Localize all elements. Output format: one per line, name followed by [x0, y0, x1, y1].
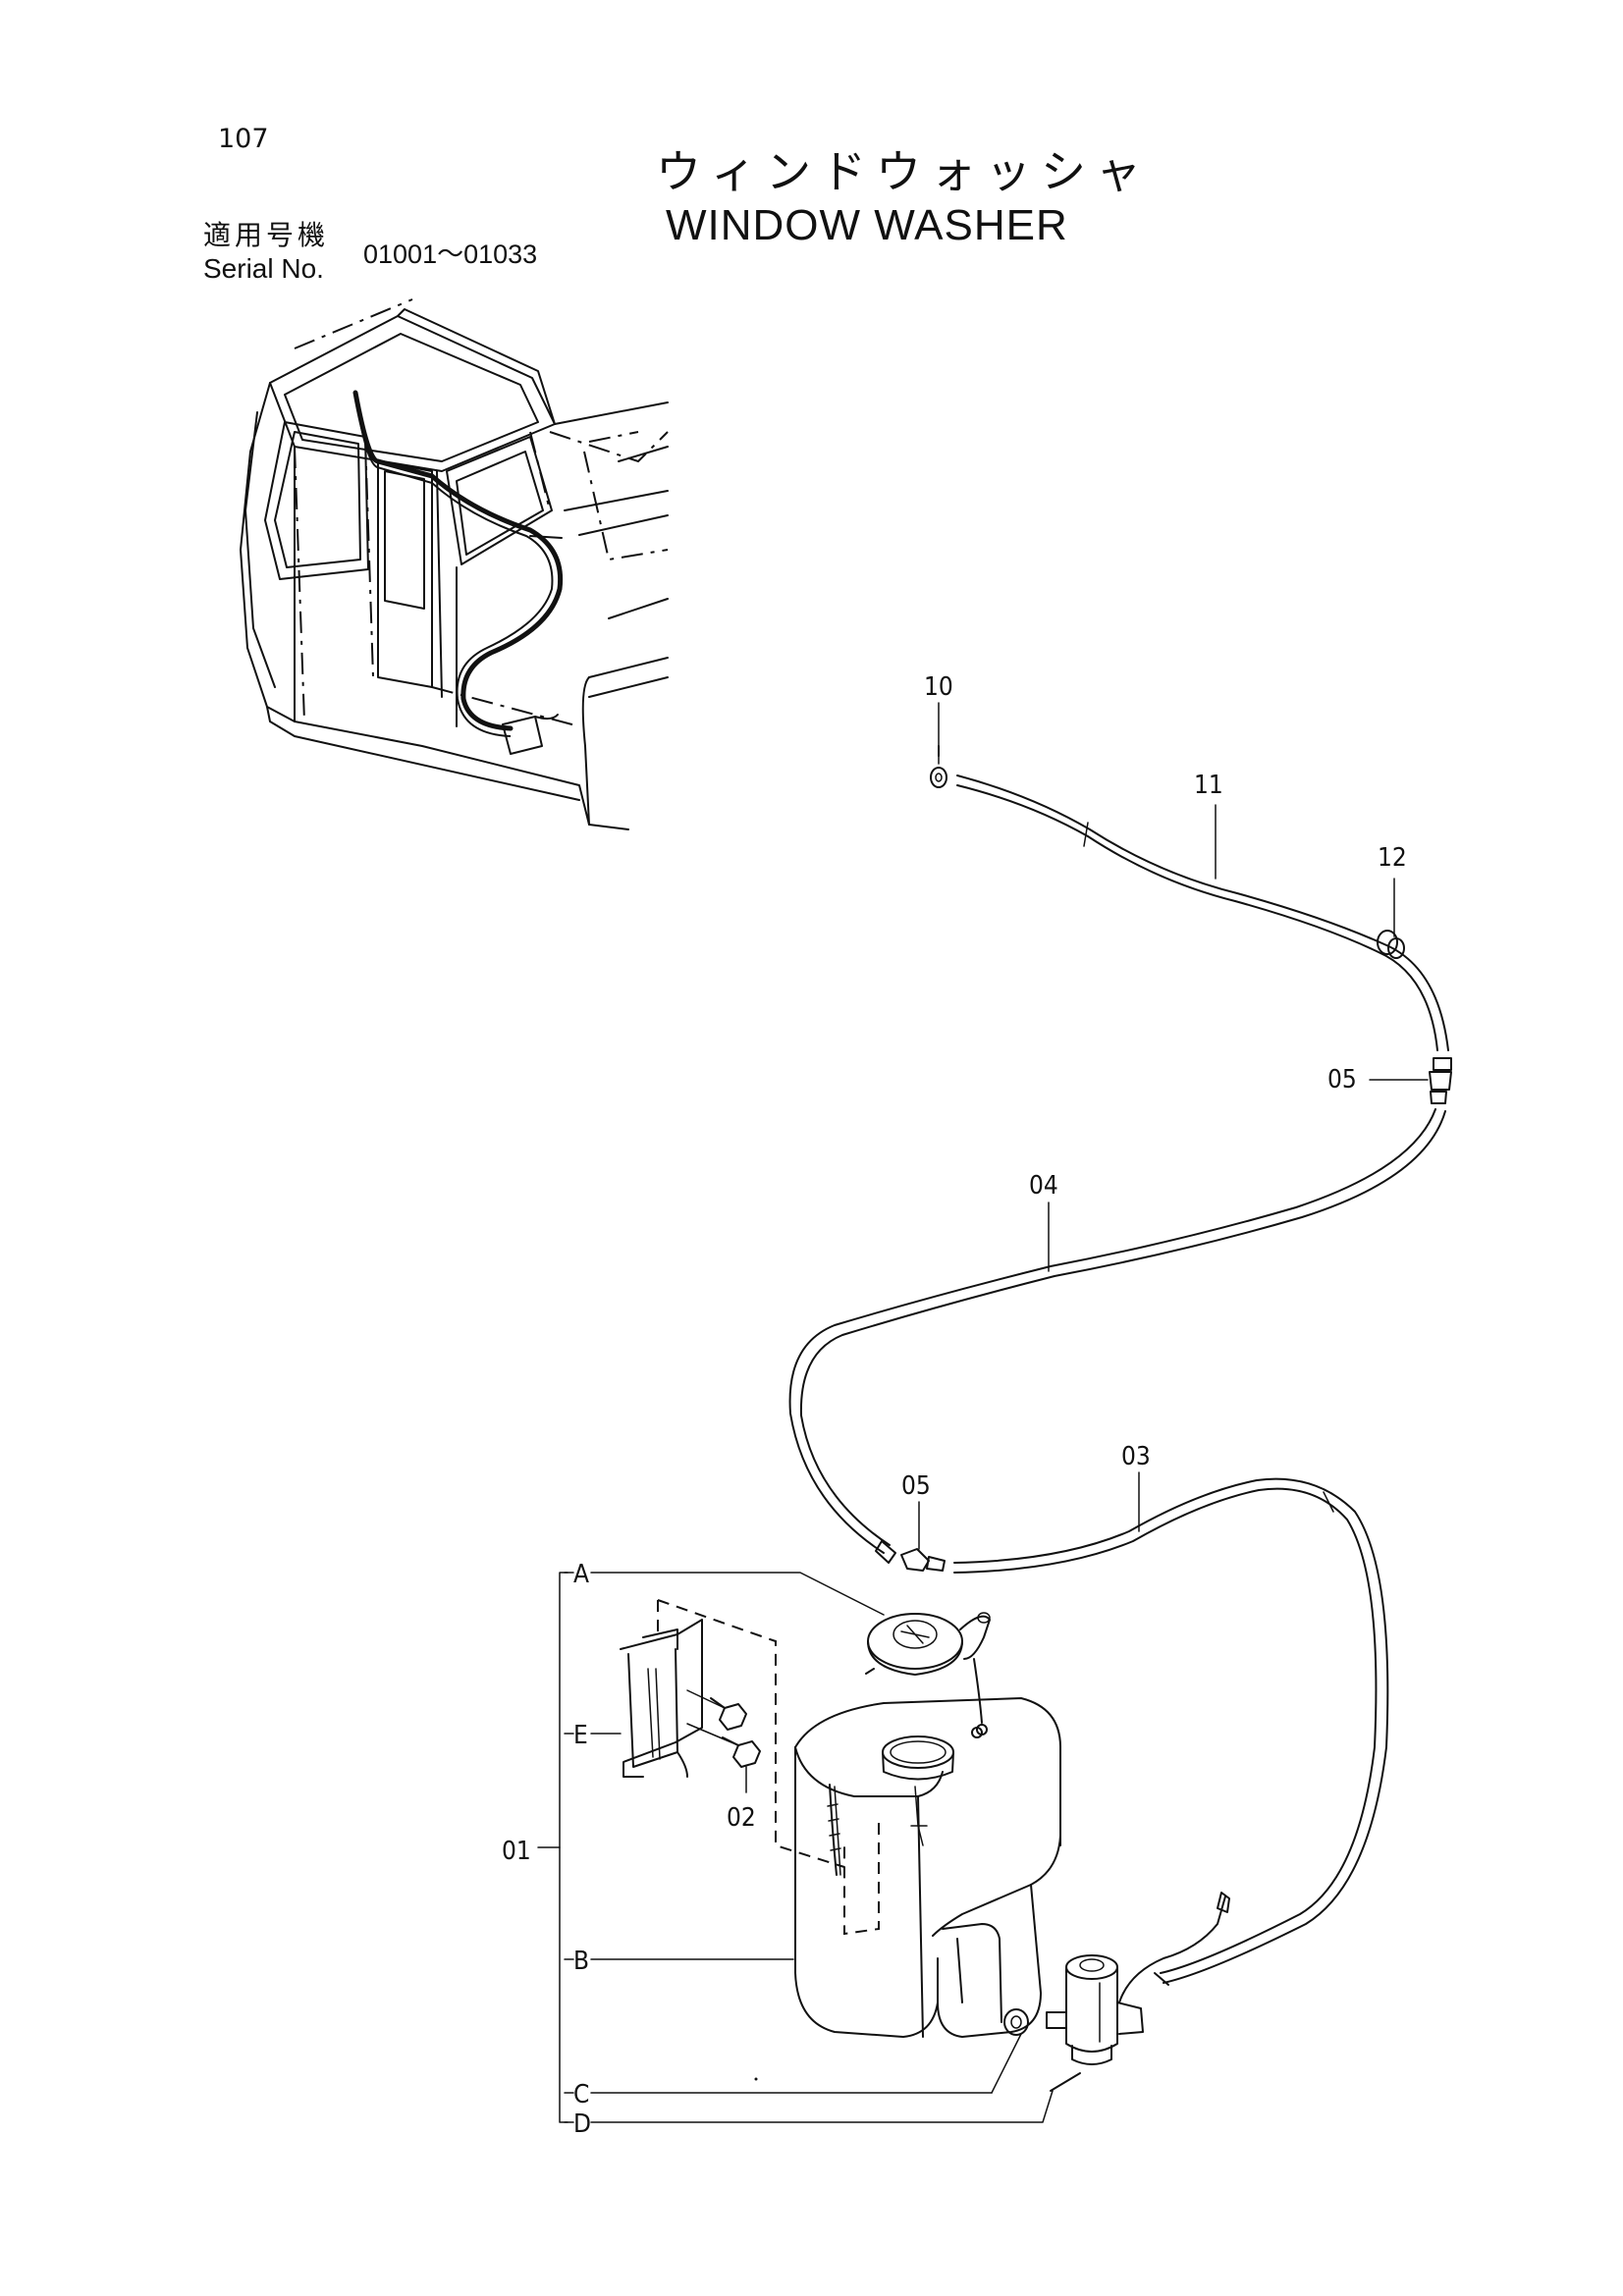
washer-tank — [794, 1697, 1061, 2038]
serial-label: Serial No. — [203, 253, 324, 284]
hose-11 — [956, 774, 1449, 1051]
mounting-bracket — [620, 1599, 845, 1868]
callout-d: D — [573, 2109, 591, 2139]
callout-03: 03 — [1121, 1442, 1151, 1471]
hose-joint-upper — [1369, 1057, 1452, 1104]
serial-range: 01001～01033 — [363, 240, 538, 269]
page-number: 107 — [218, 124, 269, 154]
callout-e: E — [573, 1721, 588, 1750]
grommet — [991, 2008, 1029, 2094]
callout-10: 10 — [924, 672, 953, 702]
callout-05-lower: 05 — [901, 1471, 931, 1501]
hose-joint-lower — [875, 1501, 946, 1572]
hose-03 — [953, 1471, 1389, 1986]
callout-04: 04 — [1029, 1171, 1058, 1201]
callout-11: 11 — [1194, 771, 1223, 800]
callout-12: 12 — [1378, 843, 1407, 873]
callout-01: 01 — [502, 1837, 531, 1866]
callout-05-upper: 05 — [1327, 1065, 1357, 1095]
callout-c: C — [573, 2080, 589, 2109]
assembly-bracket — [537, 1572, 1054, 2123]
serial-label-japanese: 適用号機 — [203, 219, 330, 251]
page-title: WINDOW WASHER — [666, 201, 1068, 249]
tank-cap — [865, 1612, 991, 1735]
callout-02: 02 — [727, 1803, 756, 1833]
bolt-lower — [686, 1723, 761, 1793]
bolt-upper — [686, 1689, 747, 1731]
washer-motor-pump — [1046, 1892, 1230, 2092]
page-title-japanese: ウィンドウォッシャ — [656, 145, 1151, 198]
callout-b: B — [573, 1947, 589, 1976]
callout-a: A — [573, 1560, 589, 1589]
excavator-cab-illustration — [240, 298, 669, 830]
hose-04 — [788, 1108, 1446, 1554]
hose-clip — [1377, 878, 1405, 959]
